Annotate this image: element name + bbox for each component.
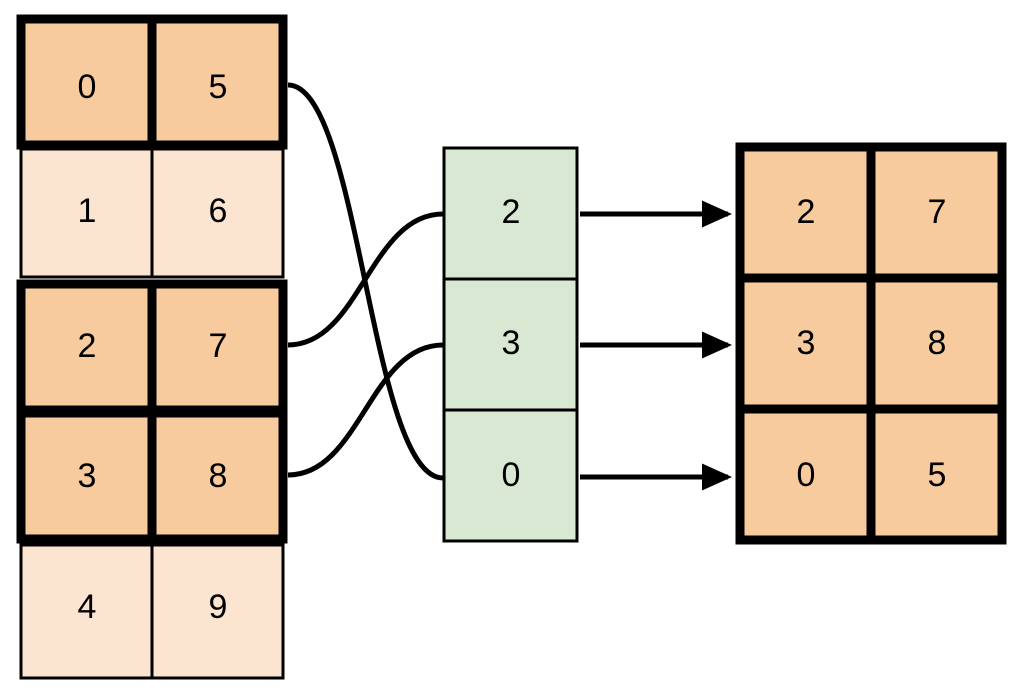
arrow-group [580,200,733,491]
result-row-2[interactable]: 0 5 [797,456,947,494]
connector-group [287,82,444,481]
source-cell-value: 9 [209,588,228,626]
result-cell-value: 5 [928,456,947,494]
source-row-2[interactable]: 2 7 [16,279,288,415]
source-cell-value: 1 [78,192,97,230]
result-cell-value: 7 [928,193,947,231]
link-source-row2-to-index0 [287,211,444,348]
source-cell-value: 4 [78,588,97,626]
result-row-0[interactable]: 2 7 [797,193,947,231]
result-cell-value: 2 [797,193,816,231]
source-row-4[interactable]: 4 9 [19,543,285,680]
index-cell-0[interactable]: 2 [442,146,579,281]
index-cell-2[interactable]: 0 [442,408,579,543]
source-cell-value: 6 [209,192,228,230]
source-cell-value: 8 [209,457,228,495]
source-cell-value: 2 [78,327,97,365]
source-cell-value: 3 [78,457,97,495]
index-cell-value: 0 [502,456,521,494]
result-row-1[interactable]: 3 8 [797,324,947,362]
index-cell-1[interactable]: 3 [442,277,579,412]
source-cell-value: 5 [209,68,228,106]
source-cell-value: 7 [209,327,228,365]
result-matrix: 2 7 3 8 0 5 [735,142,1007,545]
index-cell-value: 2 [502,193,521,231]
index-vector: 2 3 0 [442,146,579,543]
index-cell-value: 3 [502,324,521,362]
source-row-3[interactable]: 3 8 [16,408,288,544]
result-cell-value: 8 [928,324,947,362]
result-cell-value: 3 [797,324,816,362]
link-source-row3-to-index1 [287,342,444,478]
source-row-1[interactable]: 1 6 [19,147,285,279]
source-cell-value: 0 [78,68,97,106]
result-cell-value: 0 [797,456,816,494]
source-row-0[interactable]: 0 5 [16,14,288,150]
source-matrix: 0 5 1 6 2 7 3 8 [16,14,288,680]
